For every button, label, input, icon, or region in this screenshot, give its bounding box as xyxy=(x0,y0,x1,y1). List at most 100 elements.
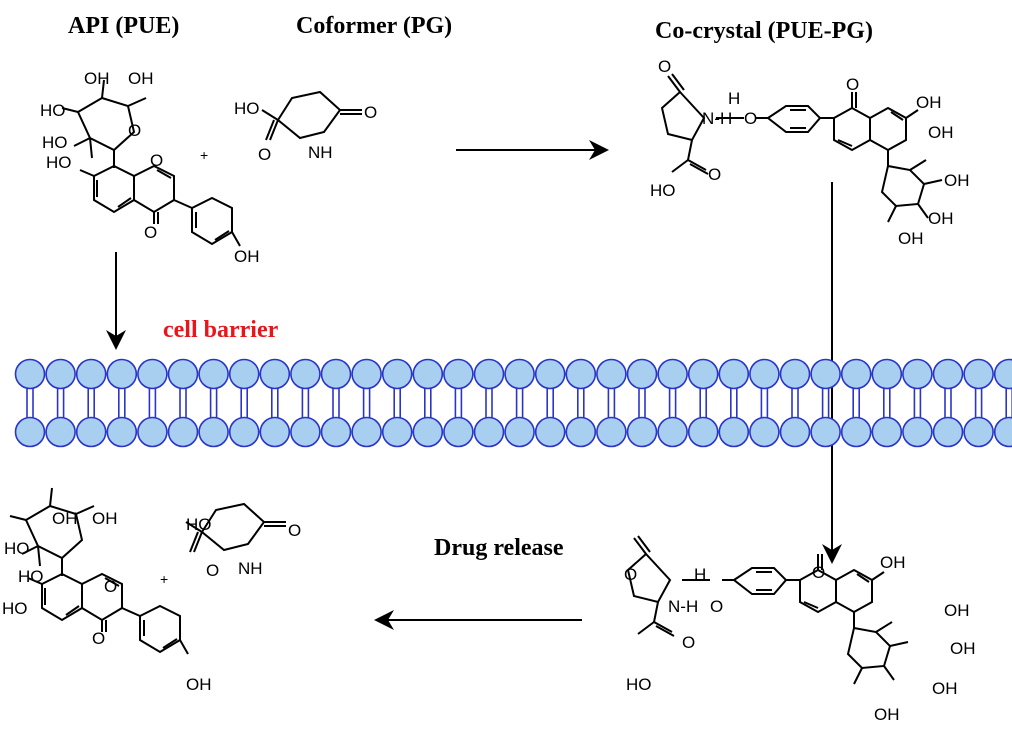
lipid-head xyxy=(565,358,597,390)
lipid-head xyxy=(993,358,1012,390)
atom-label: O xyxy=(658,57,671,76)
lipid-head xyxy=(381,358,413,390)
lipid-head xyxy=(45,416,76,448)
atom-label: N-H xyxy=(668,597,698,616)
lipid-head xyxy=(412,358,444,390)
atom-label: HO xyxy=(650,181,676,200)
atom-label: H xyxy=(694,565,706,584)
lipid-head xyxy=(749,416,780,448)
lipid-head xyxy=(718,358,750,390)
atom-label: OH xyxy=(916,93,942,112)
lipid-head xyxy=(473,358,505,390)
lipid-head xyxy=(351,358,382,390)
lipid-head xyxy=(932,416,964,448)
lipid-head xyxy=(657,416,688,448)
lipid-head xyxy=(626,358,658,390)
atom-label: H xyxy=(728,89,740,108)
atom-label: OH xyxy=(128,69,154,88)
lipid-head xyxy=(902,358,933,390)
lipid-head xyxy=(779,358,811,390)
lipid-head xyxy=(871,416,903,448)
atom-label: OH xyxy=(234,247,260,266)
atom-label: OH xyxy=(898,229,924,248)
atom-label: HO xyxy=(2,599,28,618)
plus-sign: + xyxy=(160,571,168,587)
atom-label: OH xyxy=(52,509,78,528)
atom-label: N-H xyxy=(702,109,732,128)
lipid-head xyxy=(14,416,46,448)
lipid-head xyxy=(657,358,688,390)
lipid-head xyxy=(596,416,627,448)
atom-label: OH xyxy=(932,679,958,698)
lipid-head xyxy=(198,416,229,448)
lipid-head xyxy=(504,358,535,390)
atom-label: HO xyxy=(4,539,30,558)
atom-label: HO xyxy=(234,99,260,118)
atom-label: HO xyxy=(42,133,68,152)
lipid-head xyxy=(749,358,780,390)
lipid-head xyxy=(45,358,76,390)
lipid-head xyxy=(137,358,168,390)
lipid-head xyxy=(106,358,138,390)
lipid-bilayer xyxy=(14,358,1012,448)
atom-label: OH xyxy=(928,123,954,142)
atom-label: O xyxy=(744,109,757,128)
lipid-head xyxy=(718,416,750,448)
lipid-head xyxy=(963,416,994,448)
lipid-head xyxy=(534,358,566,390)
lipid-head xyxy=(198,358,229,390)
lipid-head xyxy=(840,416,872,448)
atom-label: O xyxy=(846,75,859,94)
atom-label: OH xyxy=(880,553,906,572)
lipid-head xyxy=(565,416,597,448)
lipid-head xyxy=(290,416,321,448)
lipid-head xyxy=(259,358,291,390)
lipid-head xyxy=(932,358,964,390)
atom-label: NH xyxy=(238,559,263,578)
atom-label: O xyxy=(708,165,721,184)
lipid-head xyxy=(106,416,138,448)
lipid-head xyxy=(75,358,107,390)
lipid-head xyxy=(902,416,933,448)
lipid-head xyxy=(596,358,627,390)
lipid-head xyxy=(687,416,719,448)
atom-label: O xyxy=(128,121,141,140)
lipid-head xyxy=(443,416,474,448)
lipid-head xyxy=(504,416,535,448)
atom-label: HO xyxy=(626,675,652,694)
atom-label: HO xyxy=(18,567,44,586)
atom-label: O xyxy=(258,145,271,164)
atom-label: OH xyxy=(950,639,976,658)
lipid-head xyxy=(871,358,903,390)
lipid-head xyxy=(351,416,382,448)
lipid-head xyxy=(687,358,719,390)
atom-label: NH xyxy=(308,143,333,162)
coformer-pg-title: Coformer (PG) xyxy=(296,13,453,39)
atom-label: O xyxy=(288,521,301,540)
lipid-head xyxy=(137,416,168,448)
atom-label: OH xyxy=(186,675,212,694)
lipid-head xyxy=(167,416,199,448)
atom-label: O xyxy=(150,151,163,170)
lipid-head xyxy=(320,358,352,390)
atom-label: O xyxy=(682,633,695,652)
lipid-head xyxy=(320,416,352,448)
atom-label: O xyxy=(104,577,117,596)
atom-label: O xyxy=(92,629,105,648)
lipid-head xyxy=(14,358,46,390)
atom-label: O xyxy=(812,563,825,582)
cell-barrier-label: cell barrier xyxy=(163,317,279,343)
lipid-head xyxy=(381,416,413,448)
lipid-head xyxy=(779,416,811,448)
atom-label: OH xyxy=(928,209,954,228)
lipid-head xyxy=(810,416,841,448)
lipid-head xyxy=(993,416,1012,448)
atom-label: OH xyxy=(944,171,970,190)
lipid-head xyxy=(412,416,444,448)
atom-label: OH xyxy=(84,69,110,88)
lipid-head xyxy=(228,416,260,448)
cocrystal-molecule xyxy=(661,73,943,223)
atom-label: OH xyxy=(944,601,970,620)
